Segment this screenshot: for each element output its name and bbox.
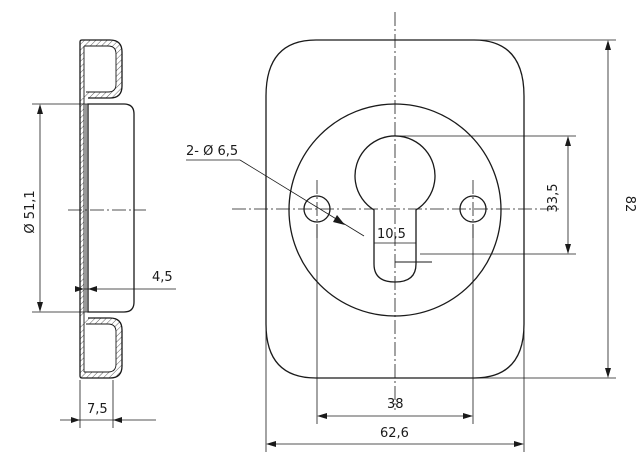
arrow-38-right [463,413,473,419]
arrow-33-bottom [565,244,571,254]
label-38: 38 [387,397,404,412]
arrow-depth-right [113,417,122,423]
label-82: 82 [622,196,637,213]
arrow-62-right [514,441,524,447]
side-view: Ø 51,1 4,5 7,5 [23,39,176,428]
arrow-thickness-left [88,286,97,292]
arrow-holes [333,215,345,225]
arrow-82-bottom [605,368,611,378]
side-insert [87,103,135,313]
label-thickness: 4,5 [152,270,173,285]
arrow-diameter-bottom [37,302,43,312]
side-hatch-wall [80,98,84,318]
arrow-82-top [605,40,611,50]
side-hatch-bottom [80,318,122,378]
label-holes: 2- Ø 6,5 [186,144,238,159]
label-62: 62,6 [380,426,409,441]
arrow-38-left [317,413,327,419]
arrow-depth-left [71,417,80,423]
label-depth: 7,5 [87,402,108,417]
leader-holes [239,159,365,237]
label-slot: 10,5 [377,227,406,242]
side-hatch-top [80,40,122,98]
front-view: 2- Ø 6,5 10,5 33,5 82 38 62,6 [186,12,637,452]
arrow-thickness-right [75,286,84,292]
label-diameter: Ø 51,1 [23,190,38,233]
arrow-33-top [565,136,571,146]
arrow-62-left [266,441,276,447]
label-33: 33,5 [546,184,561,213]
arrow-diameter-top [37,104,43,114]
